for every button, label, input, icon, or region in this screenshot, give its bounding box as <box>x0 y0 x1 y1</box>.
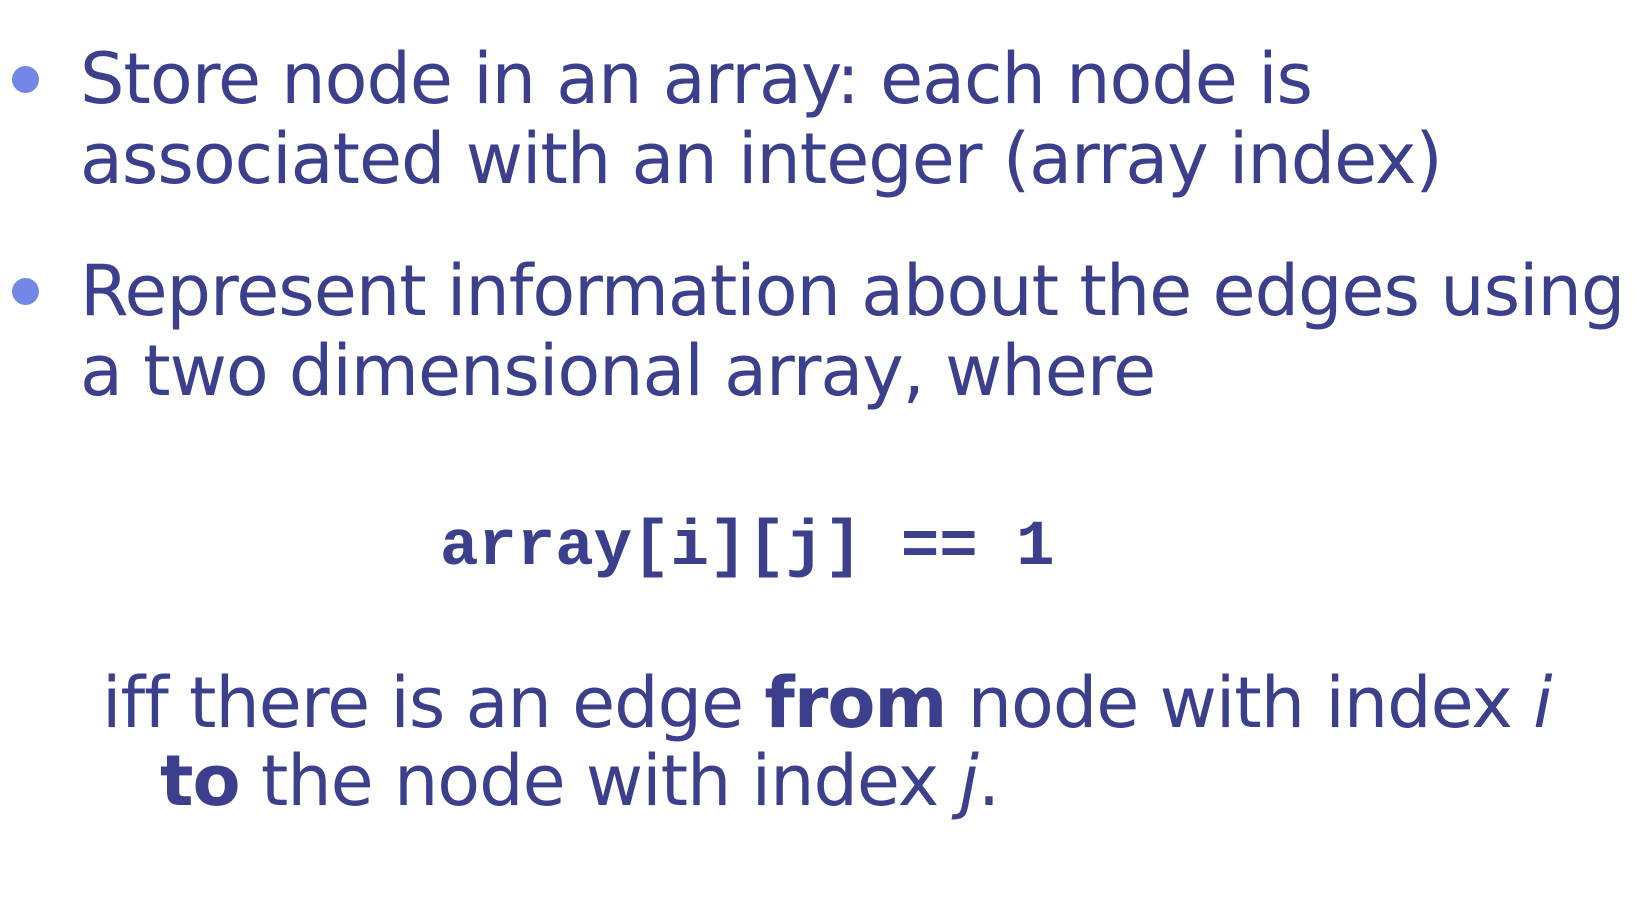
bullet-2-line-2: a two dimensional array, where <box>80 330 1156 412</box>
bullet-dot-1 <box>12 66 39 93</box>
condition-text: the node with index <box>239 740 960 822</box>
variable-j: j <box>959 740 978 822</box>
emphasis-to: to <box>160 740 241 822</box>
condition-line-1: iff there is an edge from node with inde… <box>102 668 1553 738</box>
condition-text: iff there is an edge <box>102 662 765 744</box>
bullet-2-line-1: Represent information about the edges us… <box>80 250 1625 332</box>
code-expression: array[i][j] == 1 <box>440 512 1055 584</box>
period: . <box>977 740 1000 822</box>
condition-text: node with index <box>946 662 1534 744</box>
bullet-1-line-1: Store node in an array: each node is <box>80 38 1313 120</box>
bullet-1-line-2: associated with an integer (array index) <box>80 118 1443 200</box>
condition-line-2: to the node with index j. <box>160 746 1000 816</box>
variable-i: i <box>1533 662 1552 744</box>
emphasis-from: from <box>764 662 947 744</box>
bullet-dot-2 <box>12 278 39 305</box>
